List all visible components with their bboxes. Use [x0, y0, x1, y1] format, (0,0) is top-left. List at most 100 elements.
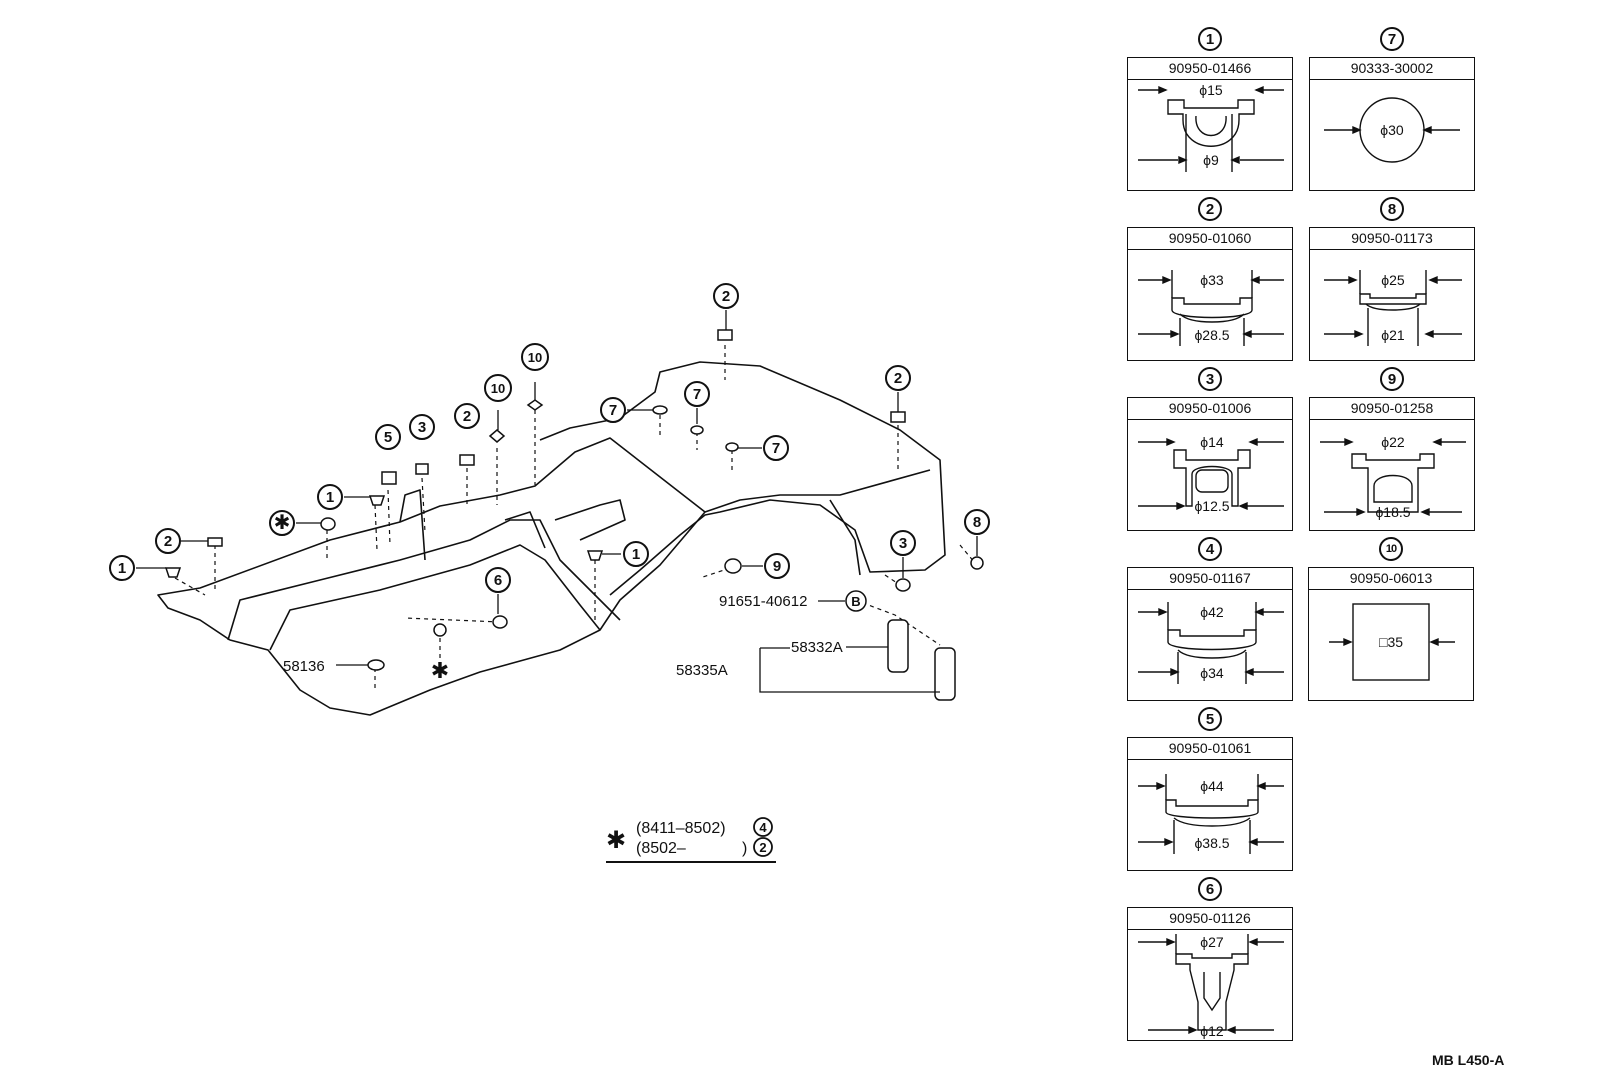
callout-3a: 3: [418, 419, 426, 436]
callout-1b: 1: [326, 489, 334, 506]
dim-bottom: ϕ38.5: [1194, 835, 1229, 851]
dim-top: ϕ44: [1200, 778, 1224, 794]
plug-7b: [690, 425, 704, 435]
label-91651-40612: 91651-40612: [719, 593, 807, 610]
plug-7c: [725, 442, 739, 452]
fastener-profile-6: ϕ27 ϕ12: [1138, 934, 1284, 1039]
dim-top: ϕ15: [1199, 82, 1223, 98]
part-number: 90950-01006: [1128, 398, 1292, 420]
panel-number: 10: [1379, 537, 1403, 561]
dim-top: ϕ22: [1381, 434, 1405, 450]
legend-row1-ref: 4: [759, 820, 767, 835]
dim-bottom: ϕ18.5: [1375, 504, 1410, 520]
panel-number: 4: [1198, 537, 1222, 561]
callout-6: 6: [494, 572, 502, 589]
dim-bottom: ϕ12.5: [1194, 498, 1229, 514]
callout-asterisk-b: ✱: [431, 658, 449, 683]
rear-floor-panel: [539, 361, 946, 596]
dim-top: ϕ14: [1200, 434, 1224, 450]
label-58136: 58136: [283, 658, 325, 675]
panel-number: 1: [1198, 27, 1222, 51]
legend-row1-range: (8411–8502): [636, 820, 726, 837]
legend-row2-close: ): [742, 840, 747, 857]
dim-bottom: ϕ34: [1200, 665, 1224, 681]
part-number: 90950-01258: [1310, 398, 1474, 420]
part-number: 90950-01173: [1310, 228, 1474, 250]
callout-7c: 7: [772, 440, 780, 457]
dim-top: □35: [1379, 634, 1403, 650]
callout-2a: 2: [164, 533, 172, 550]
callout-2b: 2: [463, 408, 471, 425]
callout-9: 9: [773, 558, 781, 575]
plug-1a: [164, 567, 182, 578]
plug-10a: [526, 399, 544, 411]
dim-top: ϕ27: [1200, 934, 1224, 950]
plug-2c: [717, 329, 733, 341]
panel-number: 2: [1198, 197, 1222, 221]
dim-bottom: ϕ21: [1381, 327, 1405, 343]
dim-bottom: ϕ12: [1200, 1023, 1224, 1039]
part-number: 90950-01061: [1128, 738, 1292, 760]
part-number: 90950-01167: [1128, 568, 1292, 590]
callout-7b: 7: [693, 386, 701, 403]
plug-7a: [652, 405, 668, 415]
legend-asterisk: ✱: [606, 827, 626, 854]
plug-2b: [459, 454, 475, 466]
callout-10b: 10: [491, 381, 505, 396]
plug-ast-b: [433, 623, 447, 637]
fastener-profile-9: ϕ22 ϕ18.5: [1320, 434, 1466, 520]
callout-asterisk-a: ✱: [274, 512, 291, 534]
fastener-profile-8: ϕ25 ϕ21: [1324, 270, 1462, 346]
plug-9: [724, 558, 742, 574]
front-floor-panel: [157, 437, 706, 716]
dim-top: ϕ42: [1200, 604, 1224, 620]
fastener-profile-4: ϕ42 ϕ34: [1138, 602, 1284, 684]
callout-5: 5: [384, 429, 392, 446]
plug-8: [970, 556, 984, 570]
panel-number: 3: [1198, 367, 1222, 391]
dim-bottom: ϕ28.5: [1194, 327, 1229, 343]
plug-1b: [368, 495, 386, 506]
panel-number: 5: [1198, 707, 1222, 731]
dim-top: ϕ30: [1380, 122, 1404, 138]
callout-1a: 1: [118, 560, 126, 577]
panel-number: 7: [1380, 27, 1404, 51]
panel-number: 6: [1198, 877, 1222, 901]
legend: ✱ (8411–8502) (8502– ) 4 2: [606, 817, 776, 863]
plug-1c: [586, 550, 604, 561]
label-58335A: 58335A: [676, 662, 728, 679]
callout-3b: 3: [899, 535, 907, 552]
callout-1c: 1: [632, 546, 640, 563]
dim-top: ϕ25: [1381, 272, 1405, 288]
fastener-profile-3: ϕ14 ϕ12.5: [1138, 434, 1284, 514]
callout-8: 8: [973, 514, 981, 531]
part-number: 90950-01126: [1128, 908, 1292, 930]
plug-2d: [890, 411, 906, 423]
fastener-profile-7: ϕ30: [1324, 97, 1460, 163]
floor-pan-diagram: 1 2 1 ✱ 5 3 2 10 10 7 7 7 2 2 1 6 9 3 8 …: [109, 283, 990, 863]
callout-2c: 2: [722, 288, 730, 305]
panel-number: 8: [1380, 197, 1404, 221]
fastener-profile-5: ϕ44 ϕ38.5: [1138, 774, 1284, 854]
plug-5: [381, 471, 397, 485]
part-number: 90950-06013: [1309, 568, 1473, 590]
callout-10a: 10: [528, 350, 542, 365]
label-58332A: 58332A: [791, 639, 843, 656]
part-number: 90950-01060: [1128, 228, 1292, 250]
plug-ast: [320, 517, 336, 531]
bracket-58332A: [887, 619, 909, 673]
fastener-profile-10: □35: [1329, 603, 1455, 681]
dim-top: ϕ33: [1200, 272, 1224, 288]
plug-3a: [415, 463, 429, 475]
plug-58136: [367, 659, 385, 671]
legend-row2-ref: 2: [759, 840, 766, 855]
callout-2d: 2: [894, 370, 902, 387]
legend-row2-range: (8502–: [636, 840, 686, 857]
panel-number: 9: [1380, 367, 1404, 391]
part-number: 90950-01466: [1128, 58, 1292, 80]
callout-7a: 7: [609, 402, 617, 419]
plug-6: [492, 615, 508, 629]
plug-3b: [895, 578, 911, 592]
bracket-58335A: [934, 647, 956, 701]
